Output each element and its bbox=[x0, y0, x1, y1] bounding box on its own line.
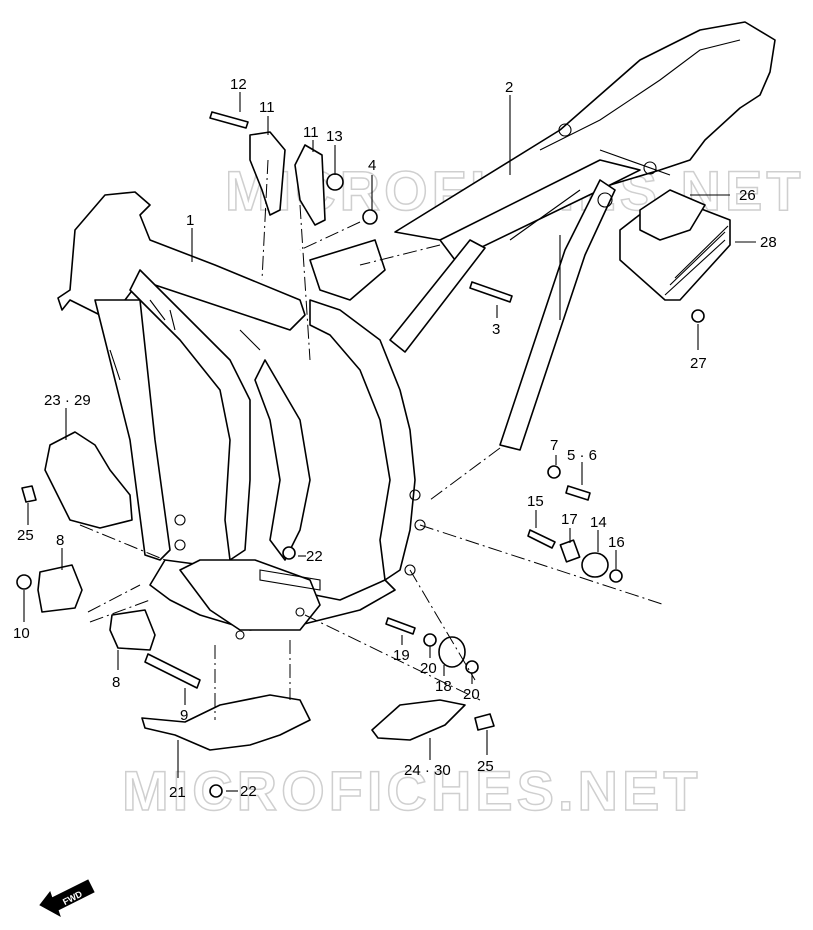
label-19: 19 bbox=[393, 647, 410, 664]
label-11-left: 11 bbox=[259, 99, 275, 116]
collar-17 bbox=[559, 539, 581, 563]
guard-23-29 bbox=[44, 431, 133, 529]
washer-20-left bbox=[423, 633, 437, 647]
box-28 bbox=[619, 189, 731, 301]
label-9: 9 bbox=[180, 707, 188, 724]
bolt-5-6 bbox=[565, 485, 591, 501]
nut-13 bbox=[326, 173, 344, 191]
label-13: 13 bbox=[326, 128, 343, 145]
main-frame bbox=[57, 191, 426, 640]
bolt-15 bbox=[527, 529, 556, 549]
label-12: 12 bbox=[230, 76, 247, 93]
skid-plate-21 bbox=[141, 694, 311, 751]
bushing-18 bbox=[438, 636, 466, 668]
washer-20-right bbox=[465, 660, 479, 674]
label-25-right: 25 bbox=[477, 758, 494, 775]
label-18: 18 bbox=[435, 678, 452, 695]
bolt-27 bbox=[691, 309, 705, 323]
washer-16 bbox=[609, 569, 623, 583]
label-25-left: 25 bbox=[17, 527, 34, 544]
label-20-right: 20 bbox=[463, 686, 480, 703]
bolt-25-right bbox=[474, 713, 495, 731]
label-22-lower: 22 bbox=[240, 783, 257, 800]
label-3: 3 bbox=[492, 321, 500, 338]
label-5-6: 5 · 6 bbox=[567, 447, 597, 464]
plate-8-lower bbox=[109, 609, 156, 651]
bolt-3 bbox=[469, 281, 513, 303]
guard-24-30 bbox=[371, 699, 466, 741]
label-11-right: 11 bbox=[303, 124, 319, 141]
rear-frame bbox=[389, 21, 776, 451]
plate-8-upper bbox=[37, 564, 83, 613]
leader-lines bbox=[23, 92, 756, 792]
label-8-upper: 8 bbox=[56, 532, 64, 549]
bolt-22-upper bbox=[282, 546, 296, 560]
part-labels: 1 2 3 4 5 · 6 7 8 8 9 10 11 11 12 13 14 … bbox=[13, 76, 777, 801]
label-8-lower: 8 bbox=[112, 674, 120, 691]
label-15: 15 bbox=[527, 493, 544, 510]
label-17: 17 bbox=[561, 511, 578, 528]
label-24-30: 24 · 30 bbox=[404, 762, 451, 779]
label-23-29: 23 · 29 bbox=[44, 392, 91, 409]
label-4: 4 bbox=[368, 157, 376, 174]
label-14: 14 bbox=[590, 514, 607, 531]
label-20-left: 20 bbox=[420, 660, 437, 677]
label-28: 28 bbox=[760, 234, 777, 251]
label-1: 1 bbox=[186, 212, 194, 229]
bushing-14 bbox=[581, 552, 609, 578]
bracket-11-right bbox=[294, 144, 326, 226]
label-21: 21 bbox=[169, 784, 186, 801]
washer-7 bbox=[547, 465, 561, 479]
bolt-9 bbox=[144, 653, 201, 689]
fwd-arrow-icon: FWD bbox=[39, 879, 95, 918]
label-7: 7 bbox=[550, 437, 558, 454]
label-10: 10 bbox=[13, 625, 30, 642]
nut-10 bbox=[16, 574, 32, 590]
label-26: 26 bbox=[739, 187, 756, 204]
label-2: 2 bbox=[505, 79, 513, 96]
bolt-25-left bbox=[21, 485, 37, 503]
bolt-19 bbox=[385, 617, 416, 635]
label-27: 27 bbox=[690, 355, 707, 372]
bolt-12 bbox=[209, 111, 249, 129]
nut-4 bbox=[362, 209, 378, 225]
label-16: 16 bbox=[608, 534, 625, 551]
label-22-upper: 22 bbox=[306, 548, 323, 565]
assembly-lines bbox=[79, 159, 666, 720]
bolt-22-lower bbox=[209, 784, 223, 798]
